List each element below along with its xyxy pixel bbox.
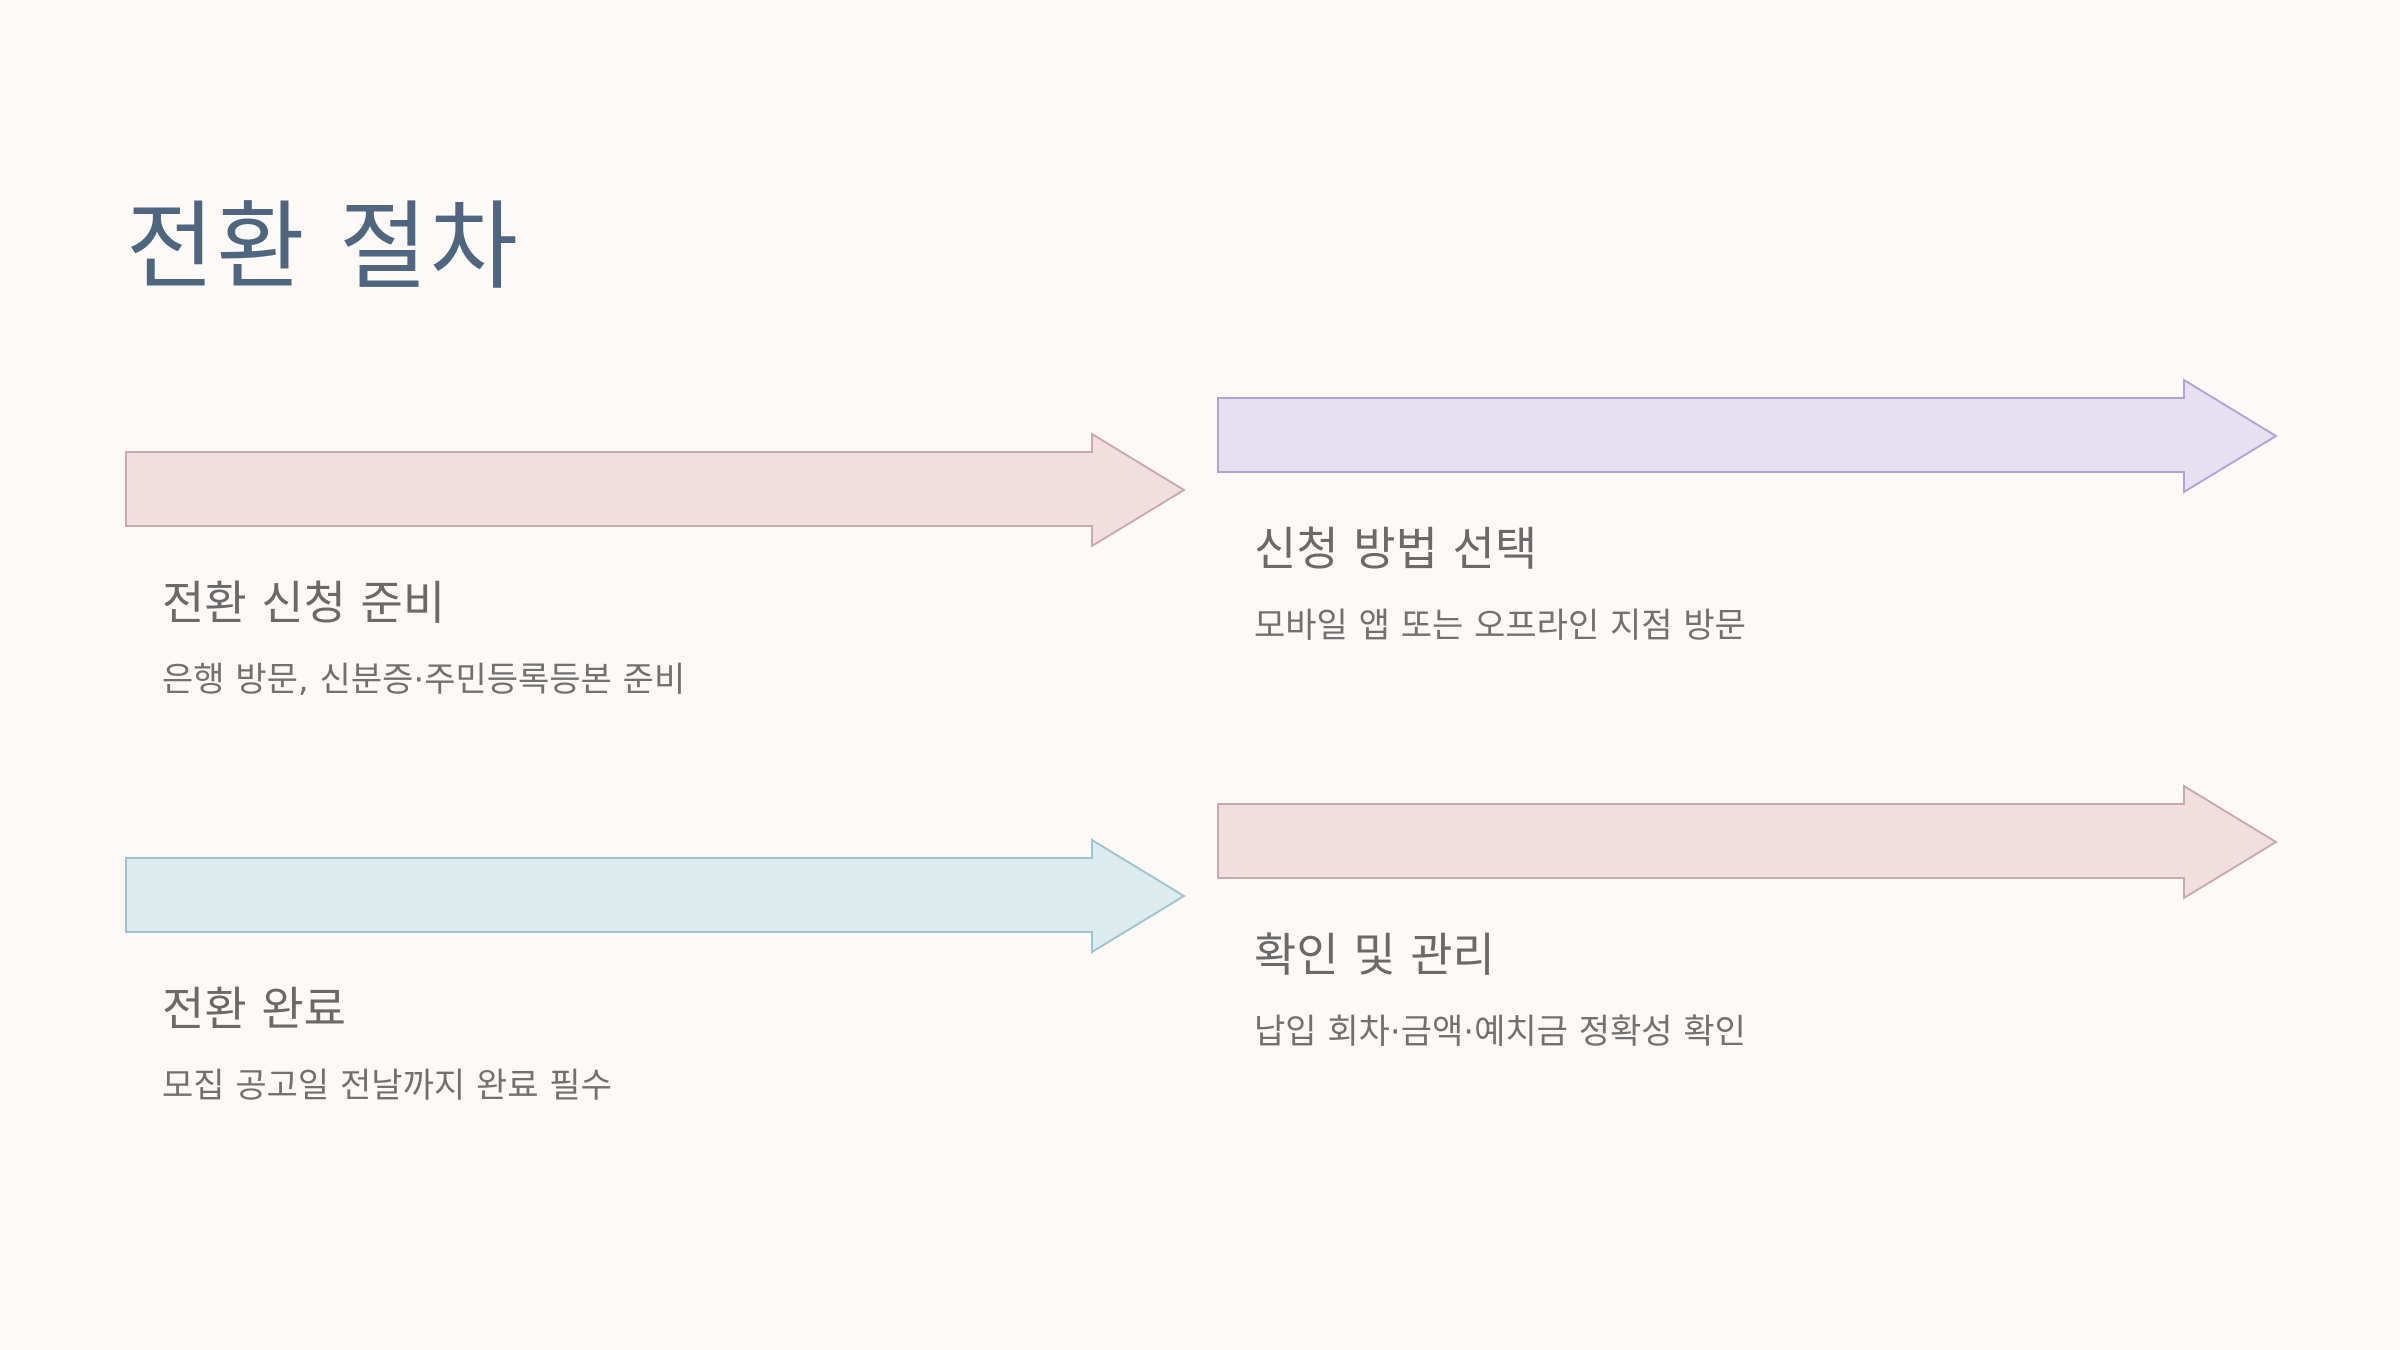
- step-4-arrow: [1217, 784, 2278, 900]
- step-4-title: 확인 및 관리: [1254, 928, 1495, 982]
- step-1-arrow: [125, 432, 1186, 548]
- step-3-title: 전환 완료: [162, 982, 346, 1036]
- step-4-desc: 납입 회차·금액·예치금 정확성 확인: [1254, 1012, 1746, 1052]
- step-2-arrow: [1217, 378, 2278, 494]
- step-2-title: 신청 방법 선택: [1254, 522, 1538, 576]
- step-3-arrow: [125, 838, 1186, 954]
- step-1-title: 전환 신청 준비: [162, 576, 446, 630]
- step-1-desc: 은행 방문, 신분증·주민등록등본 준비: [162, 660, 686, 700]
- step-3-desc: 모집 공고일 전날까지 완료 필수: [162, 1066, 612, 1106]
- page-title: 전환 절차: [126, 191, 520, 303]
- step-2-desc: 모바일 앱 또는 오프라인 지점 방문: [1254, 606, 1746, 646]
